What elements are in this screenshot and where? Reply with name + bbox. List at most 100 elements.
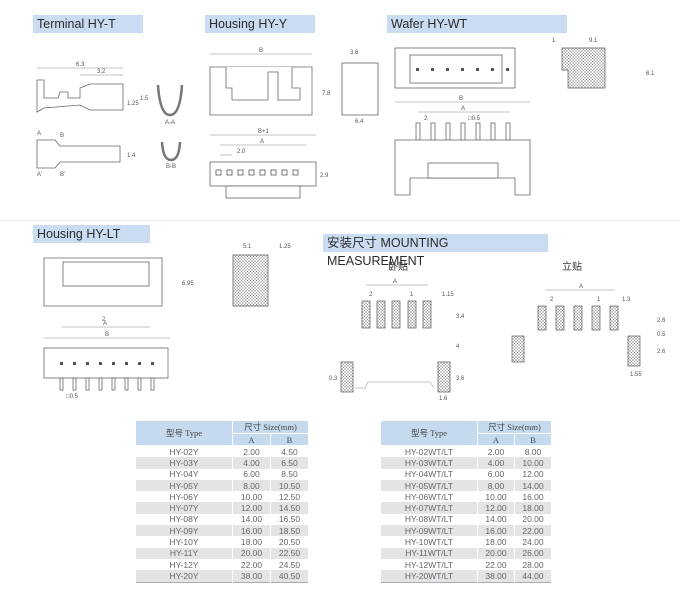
svg-text:B: B bbox=[259, 48, 263, 54]
cell-a: 8.00 bbox=[477, 479, 515, 492]
col-size: 尺寸 Size(mm) bbox=[477, 420, 552, 434]
cell-a: 6.00 bbox=[232, 468, 271, 480]
svg-text:3.6: 3.6 bbox=[456, 376, 465, 382]
cell-b: 24.50 bbox=[270, 558, 309, 571]
section-title-housing-y: Housing HY-Y bbox=[205, 15, 315, 33]
col-size: 尺寸 Size(mm) bbox=[232, 420, 309, 434]
svg-text:A-A: A-A bbox=[165, 120, 175, 126]
svg-text:□0.5: □0.5 bbox=[66, 394, 79, 400]
cell-b: 20.50 bbox=[270, 536, 309, 548]
cell-type: HY-08WT/LT bbox=[380, 513, 478, 526]
cell-type: HY-12WT/LT bbox=[380, 558, 478, 571]
cell-b: 10.50 bbox=[270, 479, 309, 492]
cell-a: 4.00 bbox=[232, 457, 271, 469]
cell-type: HY-05Y bbox=[135, 479, 233, 492]
svg-text:0.3: 0.3 bbox=[329, 376, 338, 382]
svg-text:A': A' bbox=[37, 172, 42, 178]
section-title-terminal: Terminal HY-T bbox=[33, 15, 143, 33]
svg-text:3.6: 3.6 bbox=[350, 50, 359, 56]
cell-b: 24.00 bbox=[514, 536, 552, 548]
cell-type: HY-06Y bbox=[135, 491, 233, 503]
cell-b: 44.00 bbox=[514, 570, 552, 583]
svg-text:A: A bbox=[461, 106, 465, 112]
cell-b: 14.00 bbox=[514, 479, 552, 492]
svg-text:B': B' bbox=[60, 172, 65, 178]
col-type: 型号 Type bbox=[380, 420, 478, 446]
cell-a: 2.00 bbox=[232, 445, 271, 458]
col-b: B bbox=[270, 433, 309, 446]
cell-b: 18.00 bbox=[514, 502, 552, 514]
svg-text:B+1: B+1 bbox=[258, 129, 270, 135]
cell-type: HY-08Y bbox=[135, 513, 233, 526]
cell-a: 18.00 bbox=[477, 536, 515, 548]
section-title-mounting: 安装尺寸 MOUNTING MEASUREMENT bbox=[323, 234, 548, 268]
cell-type: HY-10WT/LT bbox=[380, 536, 478, 548]
cell-b: 10.00 bbox=[514, 457, 552, 469]
cell-type: HY-20Y bbox=[135, 570, 233, 583]
cell-a: 22.00 bbox=[477, 558, 515, 571]
cell-type: HY-12Y bbox=[135, 558, 233, 571]
cell-b: 6.50 bbox=[270, 457, 309, 469]
cell-a: 10.00 bbox=[232, 491, 271, 503]
cell-b: 26.00 bbox=[514, 547, 552, 559]
divider bbox=[0, 220, 680, 221]
svg-text:4: 4 bbox=[456, 344, 460, 350]
svg-text:B: B bbox=[105, 332, 109, 338]
svg-text:6.4: 6.4 bbox=[355, 119, 364, 125]
svg-text:1.25: 1.25 bbox=[127, 101, 139, 107]
svg-text:2: 2 bbox=[369, 292, 373, 298]
svg-text:2: 2 bbox=[550, 297, 554, 303]
cell-a: 38.00 bbox=[232, 570, 271, 583]
svg-text:B: B bbox=[60, 133, 64, 139]
cell-b: 4.50 bbox=[270, 445, 309, 458]
svg-text:1.5: 1.5 bbox=[140, 96, 149, 102]
section-title-wafer: Wafer HY-WT bbox=[387, 15, 567, 33]
svg-text:2: 2 bbox=[424, 116, 428, 122]
col-a: A bbox=[477, 433, 515, 446]
cell-a: 22.00 bbox=[232, 558, 271, 571]
section-title-housing-lt: Housing HY-LT bbox=[33, 225, 150, 243]
cell-type: HY-03Y bbox=[135, 457, 233, 469]
cell-type: HY-07WT/LT bbox=[380, 502, 478, 514]
svg-text:1: 1 bbox=[597, 297, 601, 303]
cell-b: 28.00 bbox=[514, 558, 552, 571]
col-a: A bbox=[232, 433, 271, 446]
svg-text:1.25: 1.25 bbox=[279, 244, 291, 250]
cell-a: 20.00 bbox=[477, 547, 515, 559]
mount-horizontal-label: 卧贴 bbox=[388, 262, 408, 273]
cell-a: 4.00 bbox=[477, 457, 515, 469]
cell-b: 12.50 bbox=[270, 491, 309, 503]
cell-a: 6.00 bbox=[477, 468, 515, 480]
housing-lt-drawing: 6.95 2 A B □0.5 5.1 1.25 bbox=[43, 244, 291, 400]
cell-b: 22.00 bbox=[514, 525, 552, 537]
cell-b: 12.00 bbox=[514, 468, 552, 480]
cell-type: HY-04WT/LT bbox=[380, 468, 478, 480]
cell-type: HY-06WT/LT bbox=[380, 491, 478, 503]
svg-text:3.2: 3.2 bbox=[97, 69, 106, 75]
svg-text:5.1: 5.1 bbox=[243, 244, 252, 250]
svg-text:1: 1 bbox=[410, 292, 414, 298]
svg-text:1.6: 1.6 bbox=[439, 396, 448, 402]
svg-text:2.0: 2.0 bbox=[237, 149, 246, 155]
cell-a: 8.00 bbox=[232, 479, 271, 492]
cell-a: 14.00 bbox=[477, 513, 515, 526]
svg-text:2.6: 2.6 bbox=[657, 349, 666, 355]
svg-text:A: A bbox=[579, 284, 583, 290]
svg-text:6.1: 6.1 bbox=[646, 71, 655, 77]
svg-text:6.3: 6.3 bbox=[76, 62, 85, 68]
col-b: B bbox=[514, 433, 552, 446]
cell-type: HY-20WT/LT bbox=[380, 570, 478, 583]
